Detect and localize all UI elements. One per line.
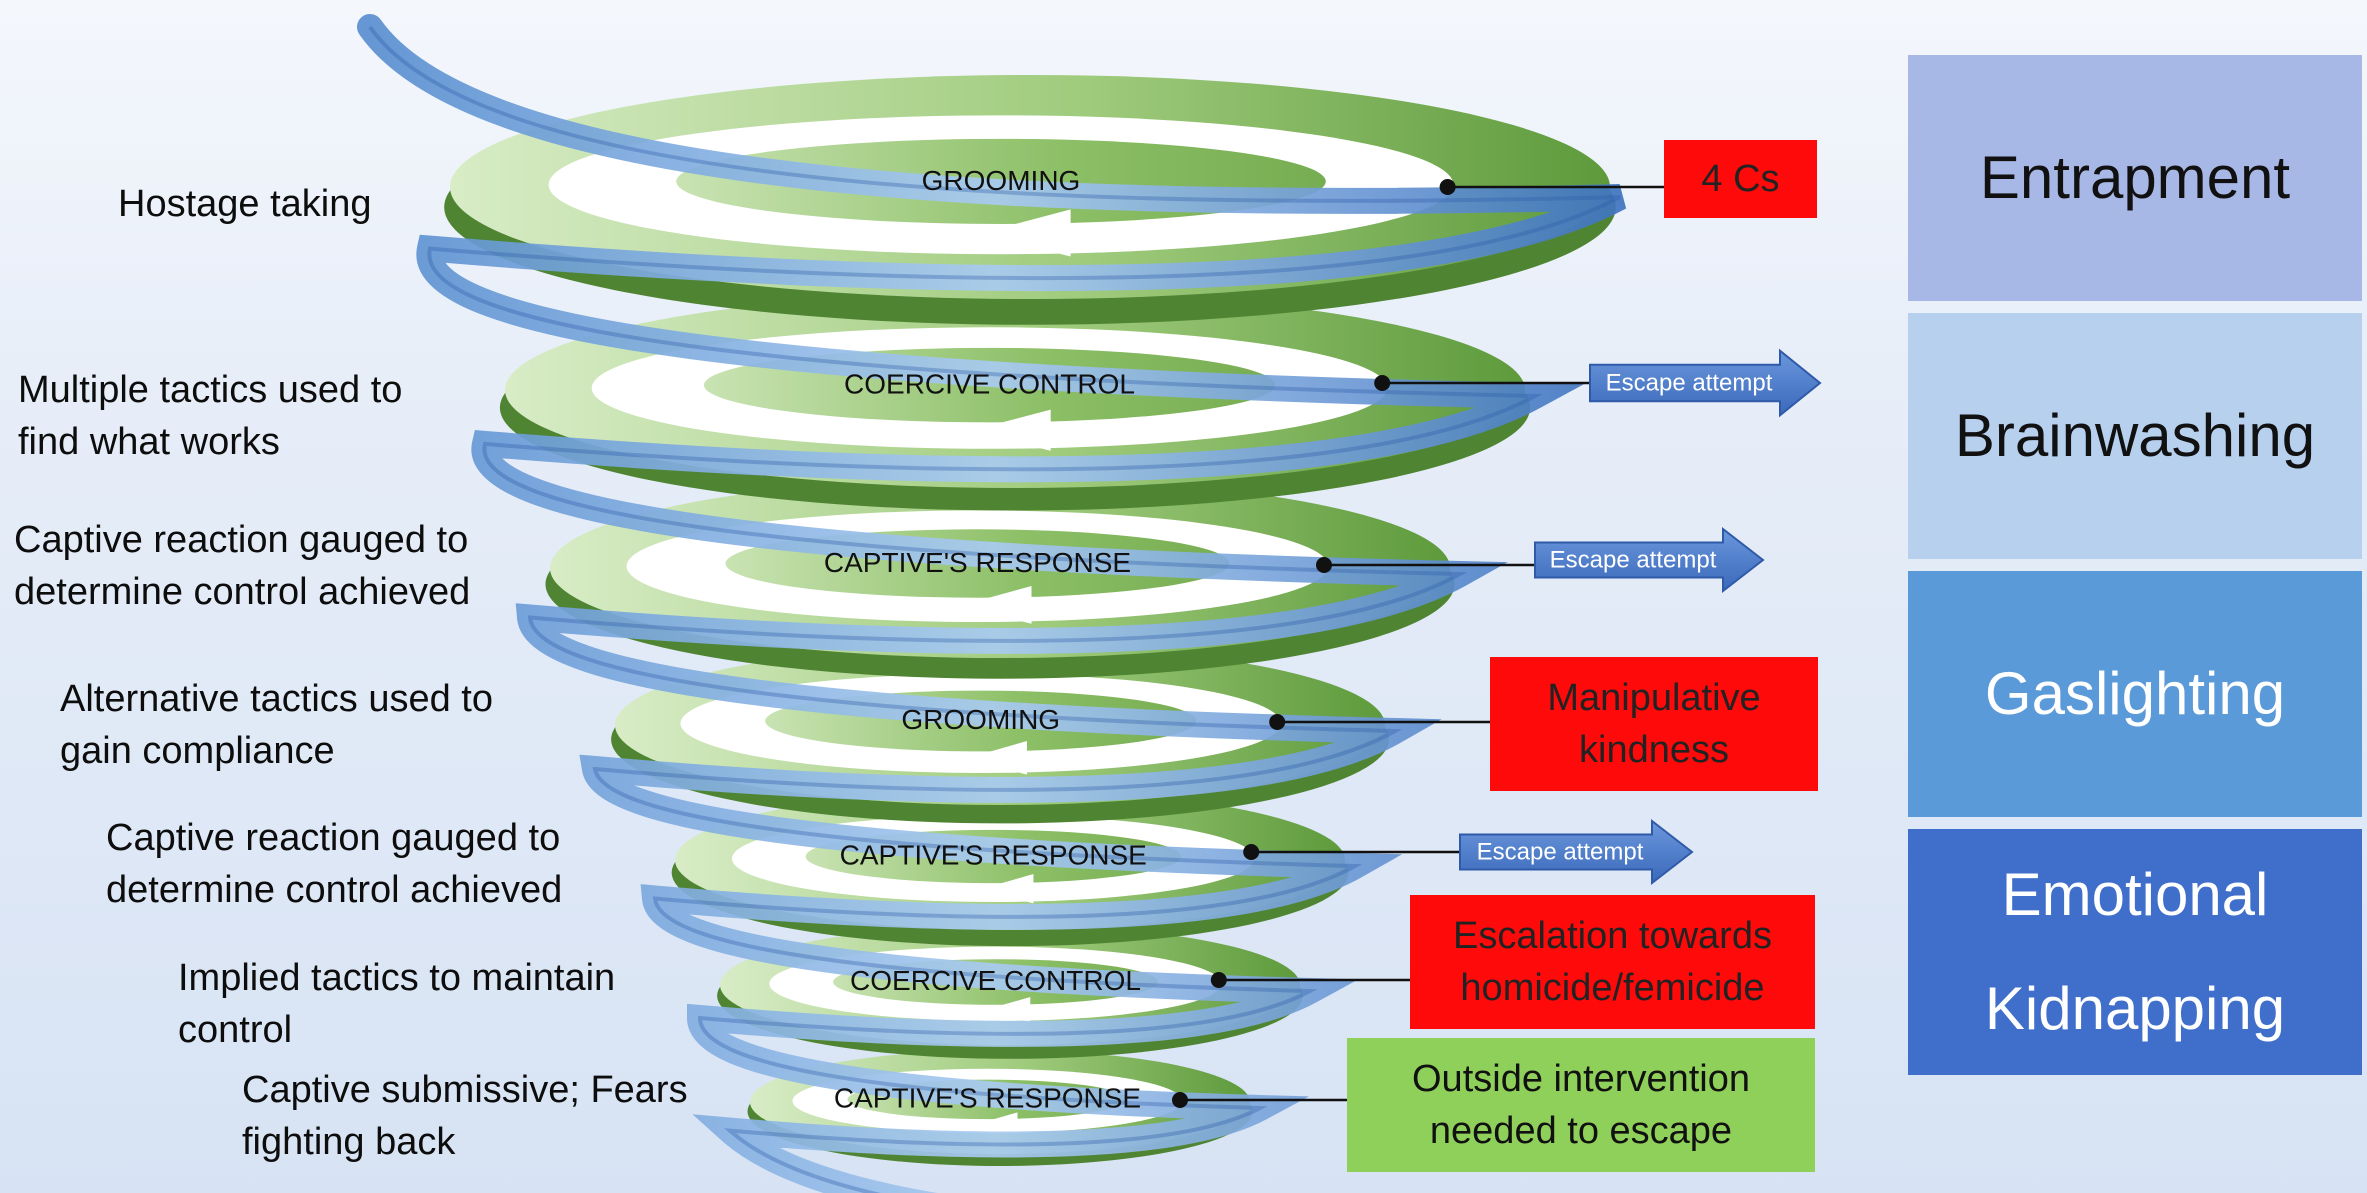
left-label-implied-tactics: Implied tactics to maintain control <box>178 957 616 1051</box>
connector-dot <box>1269 714 1286 730</box>
callout-manipulative-kindness: Manipulative kindness <box>1490 657 1818 791</box>
escape-attempt-label: Escape attempt <box>1477 838 1644 865</box>
connector-dot <box>1439 179 1456 195</box>
callout-4cs: 4 Cs <box>1664 140 1817 218</box>
ring-label: CAPTIVE'S RESPONSE <box>824 547 1131 578</box>
left-label-captive-reaction-1: Captive reaction gauged to determine con… <box>14 519 471 613</box>
connector-dot <box>1210 972 1227 988</box>
ring-arrowhead <box>959 586 1032 624</box>
ring-arrowhead <box>977 209 1071 257</box>
callout-outside-intervention: Outside intervention needed to escape <box>1347 1038 1815 1172</box>
connector-dot <box>1316 557 1332 573</box>
left-label-captive-reaction-2: Captive reaction gauged to determine con… <box>106 817 563 911</box>
ring-arrowhead <box>965 741 1027 775</box>
connector-dot <box>1374 375 1391 391</box>
escape-attempt-arrow <box>1534 526 1765 594</box>
escape-attempt-label: Escape attempt <box>1550 546 1717 573</box>
ring-label: GROOMING <box>922 165 1081 196</box>
connector-dot <box>1243 844 1260 860</box>
spiral-band <box>357 14 1627 1193</box>
ring-label: CAPTIVE'S RESPONSE <box>840 840 1147 871</box>
ring-arrowhead <box>977 1112 1018 1135</box>
escape-attempt-arrow <box>1459 818 1694 886</box>
ring-label: COERCIVE CONTROL <box>844 368 1135 399</box>
ring-arrowhead <box>979 874 1034 904</box>
stage-emotional-kidnapping: Emotional Kidnapping <box>1908 829 2362 1075</box>
ring-label: CAPTIVE'S RESPONSE <box>834 1082 1141 1113</box>
stage-brainwashing: Brainwashing <box>1908 313 2362 559</box>
ring-arrowhead <box>969 409 1051 451</box>
escape-attempt-label: Escape attempt <box>1606 369 1773 396</box>
stage-entrapment: Entrapment <box>1908 55 2362 301</box>
left-label-multiple-tactics: Multiple tactics used to find what works <box>18 369 403 463</box>
connector-dot <box>1172 1092 1188 1108</box>
left-label-alternative-tactics: Alternative tactics used to gain complia… <box>60 678 493 772</box>
ring-arrowhead <box>983 997 1031 1023</box>
spiral-band-edge <box>368 25 1621 1193</box>
left-label-captive-submissive: Captive submissive; Fears fighting back <box>242 1069 688 1163</box>
stage-gaslighting: Gaslighting <box>1908 571 2362 817</box>
escape-attempt-arrow <box>1589 348 1822 418</box>
ring-label: COERCIVE CONTROL <box>850 965 1141 996</box>
left-label-hostage-taking: Hostage taking <box>118 183 372 225</box>
callout-escalation: Escalation towards homicide/femicide <box>1410 895 1815 1029</box>
ring-label: GROOMING <box>901 704 1060 735</box>
